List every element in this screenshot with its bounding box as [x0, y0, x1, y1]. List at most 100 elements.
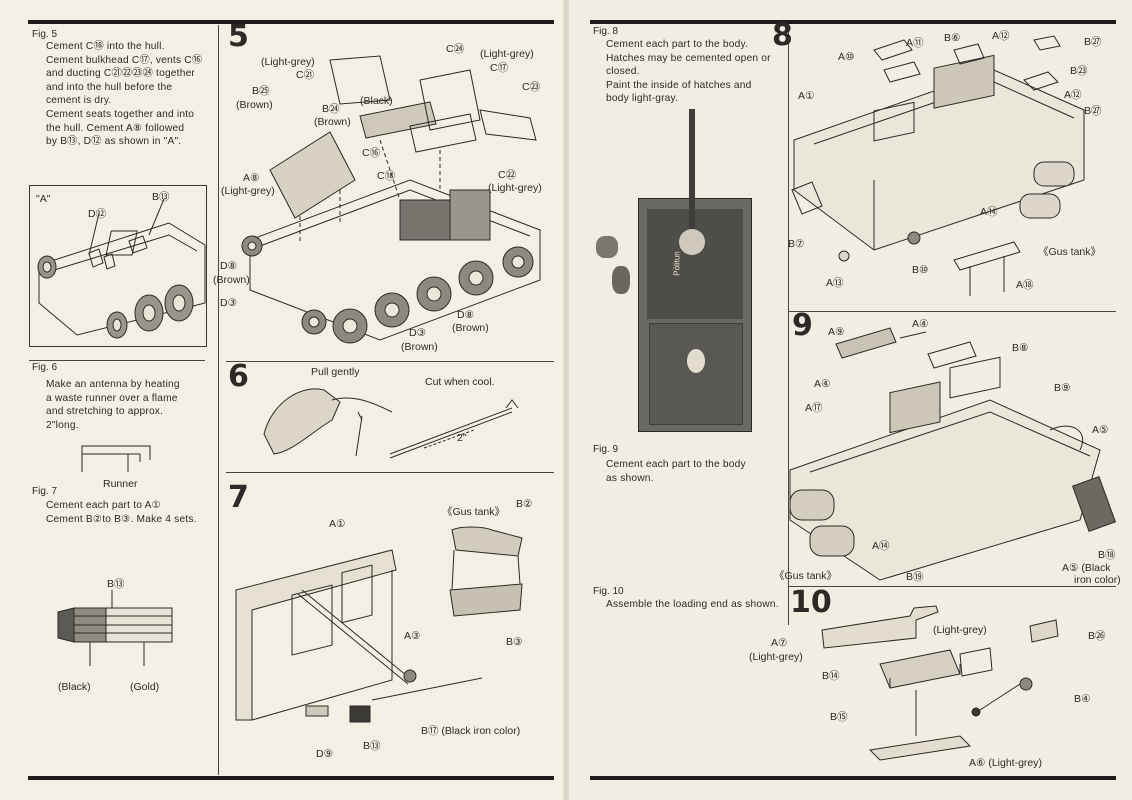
step10-drawing [821, 605, 1059, 761]
s9-gus: 《Gus tank》 [774, 570, 838, 582]
s8-b7: B⑦ [788, 238, 805, 250]
s6-two: 2" [457, 432, 467, 444]
photo-figure-2 [612, 266, 630, 294]
bottom-rule-left [28, 776, 554, 780]
step8-drawing [791, 35, 1085, 296]
s10-b14: B⑭ [822, 670, 840, 682]
fig7-b13: B⑬ [107, 578, 125, 590]
s8-b27b: B㉗ [1084, 105, 1102, 117]
fig7-gold: (Gold) [130, 681, 160, 693]
fig7-black: (Black) [58, 681, 91, 693]
s5-b25: B㉕ [252, 85, 270, 97]
s5-d8b: D⑧ [457, 309, 474, 321]
s7-gus: 《Gus tank》 [442, 506, 506, 518]
s5-d3a: D③ [220, 297, 237, 309]
s9-a9: A⑨ [828, 326, 845, 338]
s7-b2: B② [516, 498, 533, 510]
fig8-label: Fig. 8 [593, 26, 619, 37]
s8-a18: A⑱ [1016, 279, 1034, 291]
s5-b24: B㉔ [322, 103, 340, 115]
s8-a11: A⑪ [906, 37, 924, 49]
s8-a14: A⑭ [980, 206, 998, 218]
s9-b18: B⑱ [1098, 549, 1116, 561]
fig7-label: Fig. 7 [32, 486, 58, 497]
fig5-text: Cement C⑱ into the hull.Cement bulkhead … [46, 41, 203, 148]
s9-b9: B⑨ [1054, 382, 1071, 394]
step6-drawing [263, 388, 519, 459]
s6-cut: Cut when cool. [425, 376, 495, 388]
s9-b19: B⑲ [906, 571, 924, 583]
s7-d9: D⑨ [316, 748, 333, 760]
photo-decal: Pölitun [672, 251, 682, 276]
inset-label-d12: D⑫ [88, 208, 107, 220]
s9-iron: iron color) [1074, 574, 1121, 586]
s8-a10: A⑩ [838, 51, 855, 63]
s7-b17: B⑰ (Black iron color) [421, 725, 521, 737]
page-gutter [563, 0, 569, 800]
top-rule-right [590, 20, 1116, 24]
s5-a8: A⑧ [243, 172, 260, 184]
left-column-divider [218, 25, 219, 775]
s5-brown5: (Brown) [401, 341, 438, 353]
s9-a4b: A④ [814, 378, 831, 390]
inset-label-b13: B⑬ [152, 191, 170, 203]
s9-a17: A⑰ [805, 402, 823, 414]
s5-d3b: D③ [409, 327, 426, 339]
s8-b23: B㉓ [1070, 65, 1088, 77]
s10-b26: B㉖ [1088, 630, 1106, 642]
step-7-number: 7 [228, 480, 249, 515]
s5-ltgrey2: (Light-grey) [480, 48, 534, 60]
fig10-label: Fig. 10 [593, 586, 624, 597]
inset-a-frame [29, 185, 207, 347]
divider-step7 [226, 472, 554, 473]
s7-b3: B③ [506, 636, 523, 648]
s5-c18: C⑱ [377, 170, 396, 182]
s5-black: (Black) [360, 95, 393, 107]
s9-a4a: A④ [912, 318, 929, 330]
divider-fig6 [29, 360, 205, 361]
s9-a14: A⑭ [872, 540, 890, 552]
s10-a6: A⑥ (Light-grey) [969, 757, 1043, 769]
s9-b8: B⑧ [1012, 342, 1029, 354]
divider-step9 [788, 311, 1116, 312]
s5-brown2: (Brown) [314, 116, 351, 128]
fig5-label: Fig. 5 [32, 29, 58, 40]
s5-c17: C⑰ [490, 62, 509, 74]
step7-drawing [235, 526, 523, 723]
s9-a5b: A⑤ (Black [1062, 562, 1111, 574]
left-page [0, 0, 566, 800]
step-5-number: 5 [228, 19, 249, 54]
s5-ltgrey4: (Light-grey) [488, 182, 542, 194]
s10-b4: B④ [1074, 693, 1091, 705]
s7-a3: A③ [404, 630, 421, 642]
s8-a1: A① [798, 90, 815, 102]
shell-rack-drawing [57, 590, 173, 666]
s8-b27a: B㉗ [1084, 36, 1102, 48]
runner-sketch [81, 445, 151, 472]
s8-a12b: A⑫ [1064, 89, 1082, 101]
step9-drawing [789, 327, 1117, 581]
inset-a-drawing [37, 198, 206, 339]
s5-c22: C㉒ [498, 169, 517, 181]
step5-hull-drawing [241, 55, 541, 344]
fig6-label: Fig. 6 [32, 362, 58, 373]
s8-a12a: A⑫ [992, 30, 1010, 42]
s5-ltgrey1: (Light-grey) [261, 56, 315, 68]
s5-brown1: (Brown) [236, 99, 273, 111]
step-9-number: 9 [792, 308, 813, 343]
photo-figure-1 [596, 236, 618, 258]
right-column-divider [788, 25, 789, 625]
s8-b6: B⑥ [944, 32, 961, 44]
s10-a7: A⑦ [771, 637, 788, 649]
runner-label: Runner [103, 478, 138, 490]
top-rule-left [28, 20, 554, 24]
s9-a5a: A⑤ [1092, 424, 1109, 436]
s8-b10: B⑩ [912, 264, 929, 276]
s5-ltgrey3: (Light-grey) [221, 185, 275, 197]
s7-a1: A① [329, 518, 346, 530]
inset-a-title: "A" [36, 193, 51, 205]
s8-gus: 《Gus tank》 [1038, 246, 1102, 258]
s10-ltgrey1: (Light-grey) [933, 624, 987, 636]
